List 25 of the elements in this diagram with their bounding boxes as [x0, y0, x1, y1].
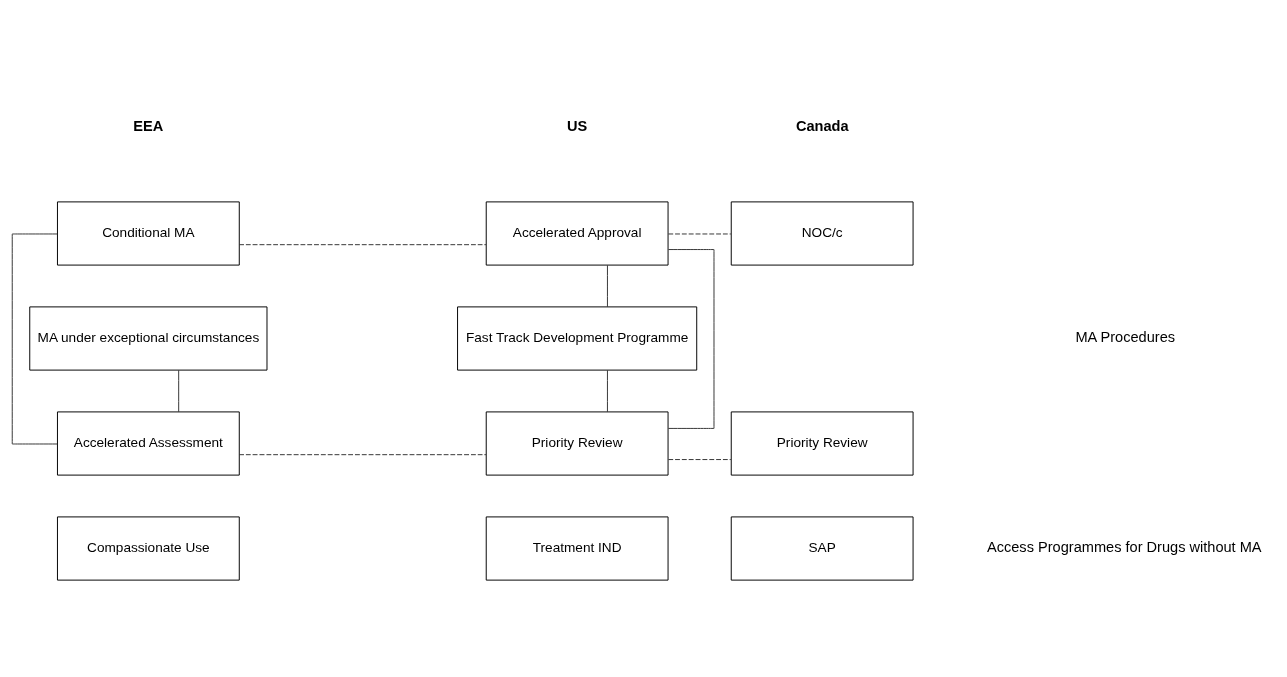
- node-box: Priority Review: [485, 411, 669, 476]
- node-box: Priority Review: [730, 411, 914, 476]
- label: US: [566, 117, 588, 134]
- connector: [606, 264, 608, 308]
- node-box: MA under exceptional circumstances: [29, 306, 268, 371]
- connector: [11, 233, 58, 445]
- label: MA Procedures: [1075, 328, 1176, 345]
- node-box: NOC/c: [730, 201, 914, 266]
- connector: [667, 459, 732, 461]
- label: Access Programmes for Drugs without MA: [986, 538, 1262, 555]
- connector: [667, 233, 732, 235]
- node-box: SAP: [730, 516, 914, 581]
- node-box: Conditional MA: [56, 201, 240, 266]
- node-box: Treatment IND: [485, 516, 669, 581]
- connector: [667, 249, 715, 429]
- label: Canada: [795, 117, 849, 134]
- label: EEA: [133, 117, 164, 134]
- connector: [238, 244, 487, 246]
- connector: [238, 454, 487, 456]
- connector: [178, 369, 180, 413]
- node-box: Compassionate Use: [56, 516, 240, 581]
- node-box: Accelerated Approval: [485, 201, 669, 266]
- connector: [606, 369, 608, 413]
- node-box: Accelerated Assessment: [56, 411, 240, 476]
- node-box: Fast Track Development Programme: [457, 306, 698, 371]
